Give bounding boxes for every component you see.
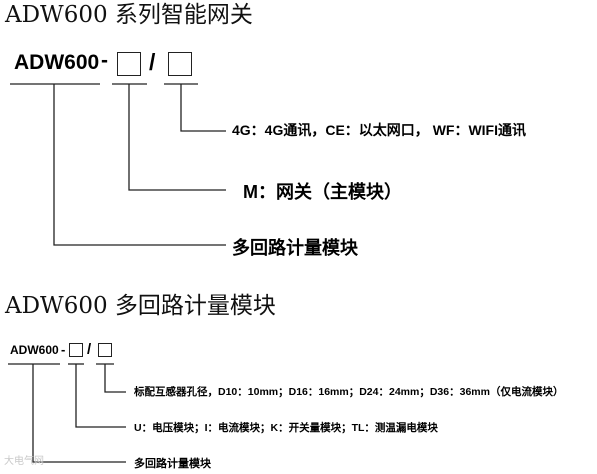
- diagram2-title: ADW600 多回路计量模块: [5, 293, 276, 319]
- diagram1-label-comm: 4G：4G通讯，CE：以太网口， WF：WIFI通讯: [232, 122, 526, 138]
- diagram1-label-meter: 多回路计量模块: [232, 238, 358, 258]
- diagram1-title: ADW600 系列智能网关: [5, 2, 253, 28]
- diagram1-dash: -: [101, 49, 108, 72]
- diagram2-dash: -: [61, 342, 66, 357]
- diagram1-connector-comm: [180, 84, 226, 132]
- diagram2-model-code: ADW600: [10, 343, 59, 357]
- diagram2-connector-ct: [104, 364, 126, 393]
- diagram1-connector-meter: [53, 84, 226, 246]
- diagram2-label-type: U：电压模块；I：电流模块；K：开关量模块；TL：测温漏电模块: [134, 422, 438, 434]
- diagram2-placeholder-box-1: [69, 343, 83, 357]
- diagram1-slash: /: [149, 49, 156, 75]
- diagram1-connector-main: [128, 84, 226, 191]
- diagram2-label-meter: 多回路计量模块: [134, 458, 211, 470]
- diagram2-placeholder-box-2: [98, 343, 112, 357]
- diagram2-connector-type: [75, 364, 126, 428]
- diagram2-label-ct: 标配互感器孔径，D10：10mm；D16：16mm；D24：24mm；D36：3…: [134, 386, 564, 398]
- diagram2-connector-meter: [32, 364, 126, 463]
- diagram1-placeholder-box-2: [168, 52, 192, 76]
- diagram1-label-main: M：网关（主模块）: [243, 182, 402, 202]
- diagram1-model-code: ADW600: [14, 51, 100, 74]
- watermark-text: 大电气网: [4, 456, 44, 467]
- diagram2-slash: /: [87, 341, 92, 358]
- diagram1-placeholder-box-1: [117, 52, 141, 76]
